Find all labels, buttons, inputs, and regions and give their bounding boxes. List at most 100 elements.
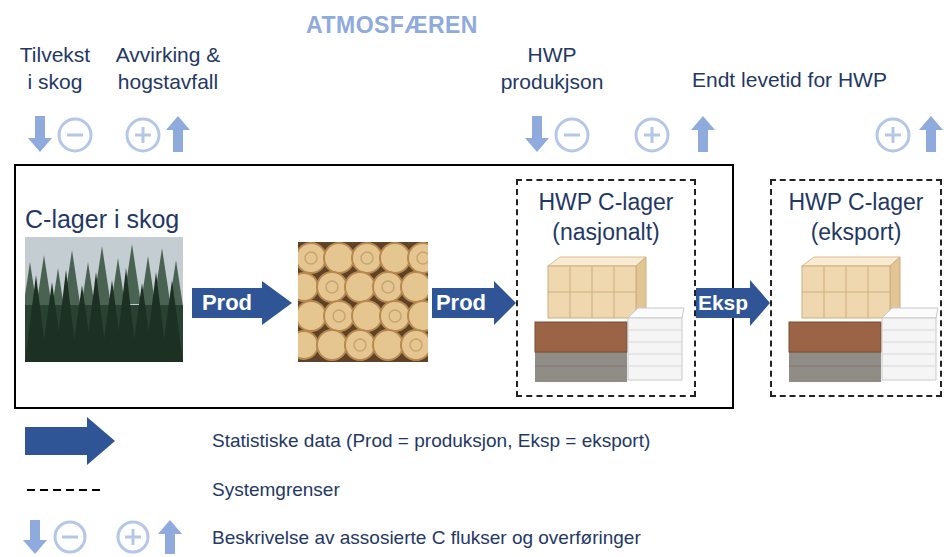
forest-illustration	[25, 268, 183, 362]
forest-illustration	[93, 246, 111, 306]
flux-symbols	[564, 134, 580, 137]
log-pile	[380, 243, 410, 273]
log-pile	[380, 301, 410, 331]
log-pile	[298, 331, 318, 359]
legend-swatch	[55, 522, 85, 552]
product-illustration	[535, 257, 684, 382]
flux-symbols	[35, 116, 45, 138]
flux-symbols	[556, 119, 588, 151]
log-pile	[298, 242, 428, 362]
forest-illustration	[35, 255, 53, 315]
forest-illustration	[79, 262, 97, 322]
forest-illustration	[25, 262, 39, 322]
forest-illustration	[25, 305, 183, 362]
arrow-gap	[262, 281, 292, 325]
forest-illustration	[115, 268, 137, 362]
log-pile	[345, 272, 375, 302]
legend-swatch	[22, 518, 194, 556]
legend-text: Systemgrenser	[212, 478, 340, 502]
legend-swatch	[25, 417, 115, 465]
legend-swatch	[62, 536, 78, 539]
log-pile	[389, 310, 401, 322]
flux-label: HWP produkjson	[497, 41, 607, 96]
legend-swatch	[165, 534, 175, 554]
forest-illustration	[161, 280, 183, 362]
legend-swatch	[25, 482, 109, 498]
flux-symbols	[166, 116, 190, 130]
log-pile	[352, 243, 382, 273]
log-pile	[401, 330, 428, 360]
log-pile	[382, 281, 394, 293]
log-pile	[373, 330, 403, 360]
arrow-gap	[262, 284, 432, 322]
node-text: HWP C-lager (nasjonalt)	[525, 188, 687, 248]
flux-symbols	[135, 134, 151, 137]
flux-label: Endt levetid for HWP	[692, 66, 887, 93]
arrow-label: Eksp	[698, 291, 748, 314]
flux-symbols	[28, 138, 52, 152]
flux-symbols	[636, 119, 668, 151]
product-illustration	[789, 257, 938, 382]
forest-illustration	[139, 256, 157, 316]
forest-illustration	[25, 275, 47, 362]
system-box: HWP C-lager (nasjonalt)	[516, 179, 696, 397]
log-pile	[298, 243, 326, 273]
legend-swatch	[158, 520, 182, 534]
flow-arrow	[696, 280, 770, 326]
flux-symbols	[67, 134, 83, 137]
forest-illustration	[25, 237, 183, 362]
forest-illustration	[25, 237, 183, 362]
log-pile	[324, 243, 354, 273]
node-text: C-lager i skog	[25, 203, 189, 236]
legend-swatch	[23, 540, 47, 554]
flux-symbols	[919, 116, 943, 130]
log-pile	[417, 252, 428, 264]
forest-illustration	[153, 248, 171, 308]
log-pile	[298, 242, 428, 362]
log-pile	[298, 301, 326, 331]
arrow-label: Prod	[436, 291, 486, 315]
flux-symbols	[525, 138, 549, 152]
legend-text: Beskrivelse av assosierte C flukser og o…	[212, 526, 641, 550]
log-pile	[317, 330, 347, 360]
log-pile	[401, 272, 428, 302]
log-pile	[373, 272, 403, 302]
flux-symbols	[173, 130, 183, 152]
flux-symbols	[59, 119, 91, 151]
log-pile	[333, 310, 345, 322]
flux-symbols	[926, 130, 936, 152]
legend-swatch	[30, 520, 40, 540]
log-pile	[345, 330, 375, 360]
log-pile	[352, 301, 382, 331]
forest-illustration	[63, 250, 81, 310]
forest-illustration	[145, 272, 167, 362]
flux-symbols	[28, 116, 943, 152]
region-title: ATMOSFÆREN	[306, 12, 478, 39]
forest-illustration	[109, 258, 127, 318]
flux-symbols	[644, 134, 660, 137]
flux-symbols	[892, 127, 895, 143]
flux-symbols	[532, 116, 542, 138]
system-boundary	[15, 165, 733, 408]
flow-arrow	[192, 281, 516, 325]
node-text: HWP C-lager (eksport)	[779, 188, 933, 248]
log-pile	[326, 281, 338, 293]
log-pile	[361, 252, 373, 264]
forest-illustration	[167, 260, 183, 320]
forest-illustration	[131, 283, 153, 362]
legend-swatch	[27, 489, 105, 491]
flux-label: Avvirking & hogstavfall	[112, 41, 224, 96]
log-pile	[305, 252, 428, 351]
forest-illustration	[55, 270, 77, 362]
forest-illustration	[101, 280, 123, 362]
flux-symbols	[885, 134, 901, 137]
flux-symbols	[59, 119, 909, 151]
forest-illustration	[25, 244, 183, 328]
flux-symbols	[877, 119, 909, 151]
flux-symbols	[28, 116, 943, 152]
log-pile	[408, 243, 428, 273]
forest-illustration	[71, 285, 93, 362]
legend-swatch	[118, 522, 148, 552]
flux-symbols	[142, 127, 145, 143]
